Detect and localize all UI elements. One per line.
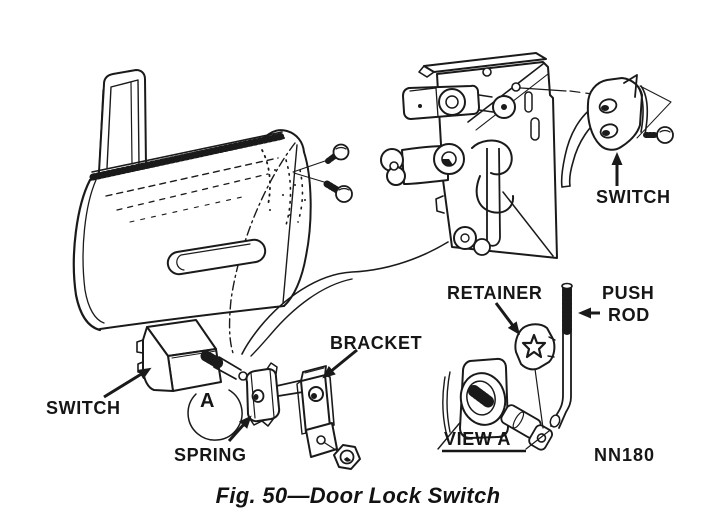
door-jamb-switch-illustration (560, 74, 674, 188)
label-push: PUSH (602, 283, 654, 303)
mounting-screws (292, 143, 353, 203)
door-illustration (72, 69, 312, 357)
callout-arrows (103, 152, 623, 442)
view-a-detail-illustration (437, 282, 573, 451)
nut-illustration (333, 444, 361, 470)
label-bracket: BRACKET (330, 333, 422, 353)
label-rod: ROD (608, 305, 650, 325)
label-switch-lower: SWITCH (46, 398, 121, 418)
bracket-illustration (296, 365, 340, 458)
label-retainer: RETAINER (447, 283, 542, 303)
switch-wire (241, 241, 449, 357)
label-switch-upper: SWITCH (596, 187, 671, 207)
label-spring: SPRING (174, 445, 247, 465)
label-drawing-code: NN180 (594, 445, 655, 465)
door-latch-illustration (380, 52, 601, 259)
label-view-a: VIEW A (444, 429, 511, 449)
figure-caption: Fig. 50—Door Lock Switch (216, 483, 501, 508)
spring-illustration (245, 362, 304, 427)
label-detail-a: A (200, 390, 215, 412)
